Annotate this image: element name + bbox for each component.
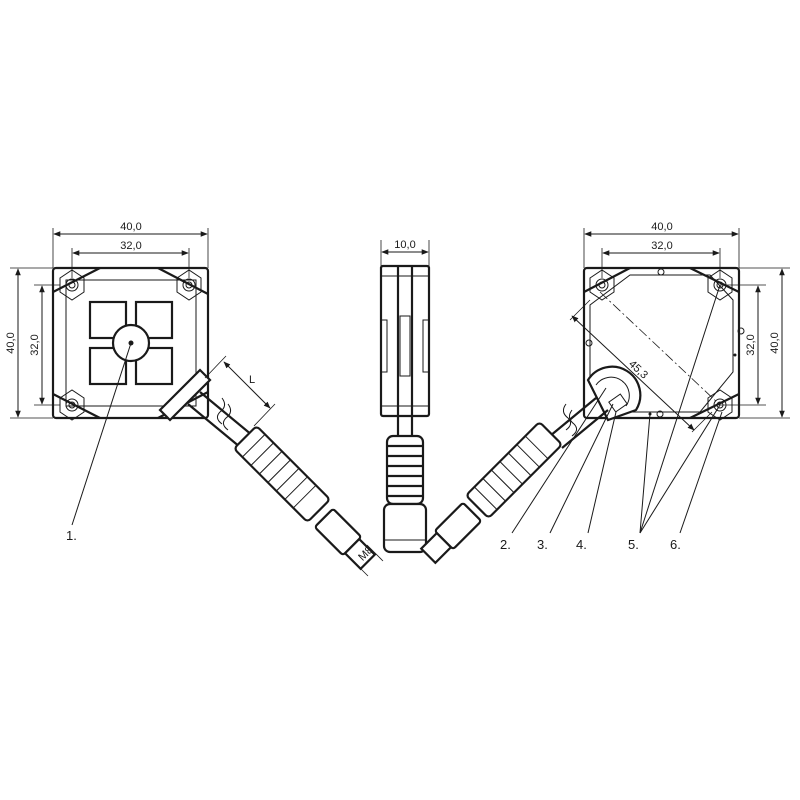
callouts: 1. 2. 3. 4. 5. 6. xyxy=(66,284,723,552)
callout-1: 1. xyxy=(66,528,77,543)
back-view: 40,0 32,0 40,0 32,0 45,3 xyxy=(419,221,790,565)
callout-3: 3. xyxy=(537,537,548,552)
cable-length-label: L xyxy=(249,374,255,386)
m8-connector xyxy=(419,502,482,565)
callout-5: 5. xyxy=(628,537,639,552)
m8-connector xyxy=(314,508,377,571)
front-view: 40,0 32,0 40,0 32,0 L M8 xyxy=(5,221,384,577)
back-height-outer: 40,0 xyxy=(769,332,781,353)
back-height-inner: 32,0 xyxy=(745,334,757,355)
front-height-outer: 40,0 xyxy=(5,332,17,353)
side-depth: 10,0 xyxy=(394,239,415,251)
strain-relief xyxy=(466,422,562,518)
mounting-hole xyxy=(59,389,85,421)
callout-6: 6. xyxy=(670,537,681,552)
back-width-outer: 40,0 xyxy=(651,221,672,233)
back-width-inner: 32,0 xyxy=(651,240,672,252)
front-height-inner: 32,0 xyxy=(29,334,41,355)
strain-relief xyxy=(385,434,425,506)
mounting-hole xyxy=(707,389,733,421)
front-width-inner: 32,0 xyxy=(120,240,141,252)
front-width-outer: 40,0 xyxy=(120,221,141,233)
callout-2: 2. xyxy=(500,537,511,552)
strain-relief xyxy=(234,426,330,522)
m8-connector xyxy=(382,502,428,554)
callout-4: 4. xyxy=(576,537,587,552)
side-view: 10,0 xyxy=(379,239,431,554)
